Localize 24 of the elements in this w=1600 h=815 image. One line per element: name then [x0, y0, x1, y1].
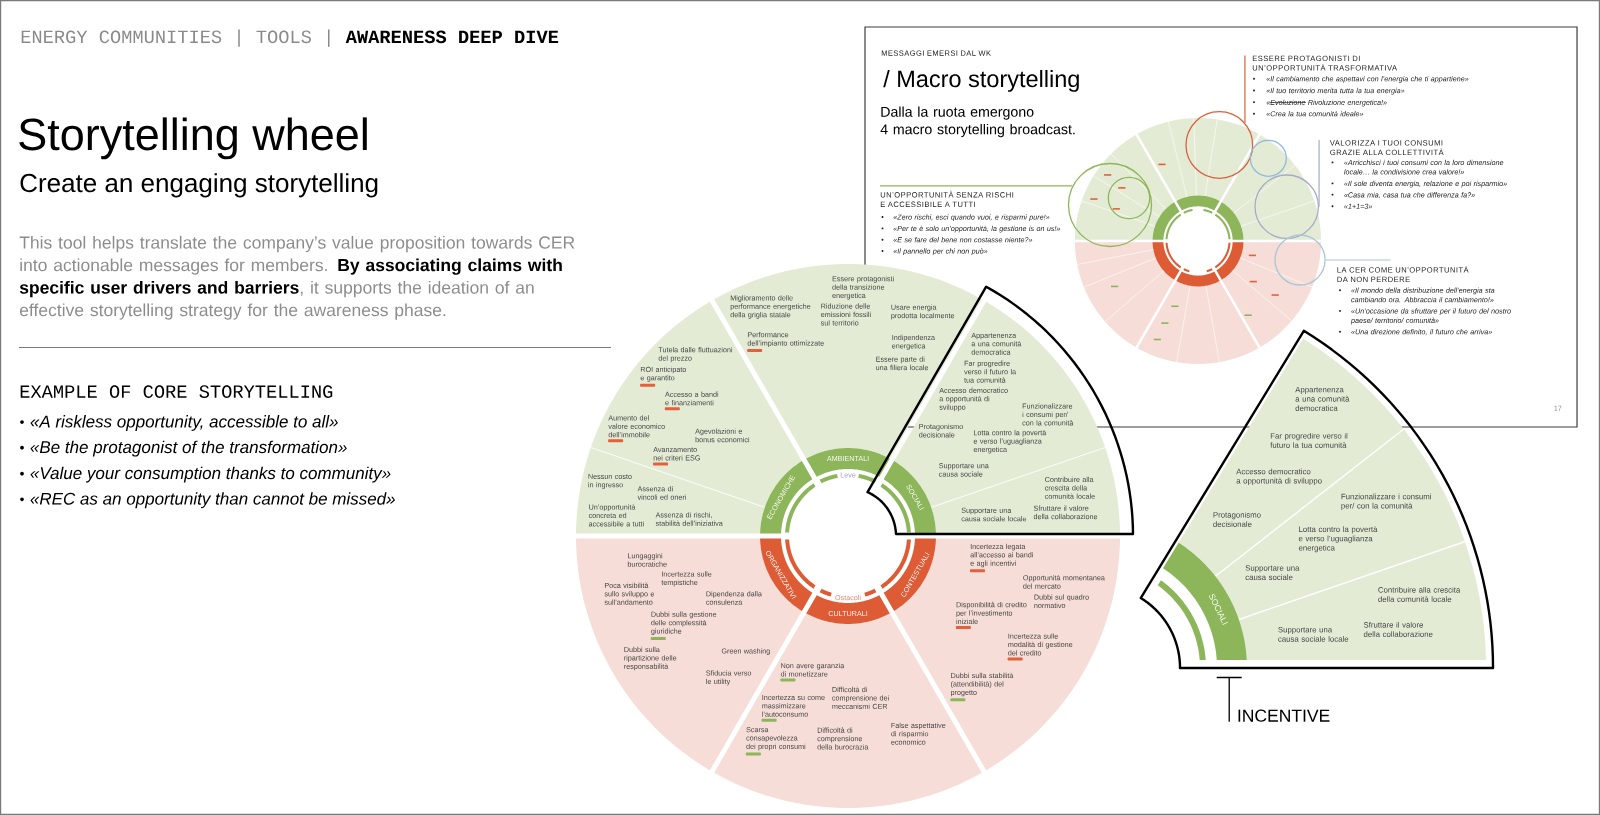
page-title: Storytelling wheel [19, 117, 367, 160]
quote-item: «Be the protagonist of the transformation» [30, 440, 347, 457]
incentive-label: INCENTIVE [1238, 709, 1330, 722]
slide-title: / Macro storytelling [883, 69, 1079, 92]
highlight-circle [1254, 174, 1320, 240]
section-heading: EXAMPLE OF CORE STORYTELLING [20, 385, 333, 398]
slide-subtitle: Dalla la ruota emergono 4 macro storytelling broadcast. [880, 106, 1075, 138]
leader-line [879, 185, 1074, 187]
leader-line [1216, 676, 1243, 723]
highlight-circle [1067, 162, 1153, 248]
highlight-circle [1185, 111, 1254, 179]
highlight-circle [1274, 234, 1326, 286]
breadcrumb: ENERGY COMMUNITIES | TOOLS | [21, 29, 330, 47]
description-text: This tool helps translate the company’s value proposition towards CER into actionable messages for members. By associating claims with specific user drivers and barriers, it supports the ideation of an effective storytelling strategy for the awareness phase. [19, 235, 575, 320]
quote-item: «Value your consumption thanks to community» [30, 466, 391, 483]
leader-line [1244, 54, 1246, 124]
subtitle: Create an engaging storytelling [20, 173, 378, 198]
breadcrumb-current: AWARENESS DEEP DIVE [345, 30, 559, 44]
leader-line [1318, 139, 1320, 208]
quote-item: «A riskless opportunity, accessible to all» [30, 415, 338, 431]
highlight-circle [1249, 139, 1287, 177]
quote-item: «REC as an opportunity than cannot be missed» [30, 492, 395, 509]
highlight-circle [1107, 176, 1151, 220]
leader-line [1325, 259, 1392, 261]
